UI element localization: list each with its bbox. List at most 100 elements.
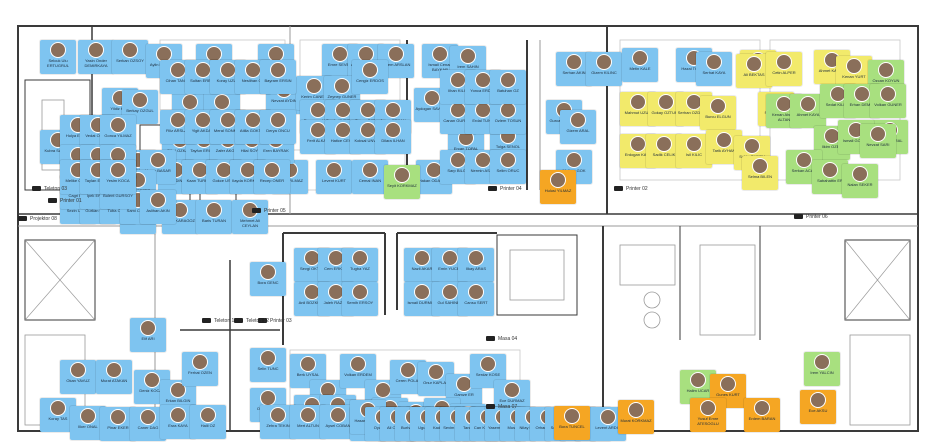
- avatar: [192, 354, 208, 370]
- person-card[interactable]: Serhat KAYA: [696, 52, 732, 86]
- person-card[interactable]: Volkan GUNER: [870, 84, 906, 118]
- person-name: Elif ARI: [141, 336, 155, 341]
- person-card[interactable]: Ozlem TOSUN: [490, 100, 526, 134]
- person-name: Ismail Cenan BAYKAR: [428, 62, 452, 72]
- person-card[interactable]: Derya ONCU: [260, 110, 296, 144]
- person-card[interactable]: Batuhan OZ: [490, 70, 526, 104]
- avatar: [550, 172, 566, 188]
- person-card[interactable]: Baris TURAN: [196, 200, 232, 234]
- person-card[interactable]: Dilara ILHAN: [375, 120, 411, 154]
- avatar: [630, 136, 646, 152]
- person-card[interactable]: Nalan SEKER: [842, 164, 878, 198]
- avatar: [686, 136, 702, 152]
- avatar: [330, 407, 346, 423]
- person-card[interactable]: Recep ONER: [254, 160, 290, 194]
- person-name: Gokce USTA: [212, 178, 236, 183]
- person-card[interactable]: Cengiz ERDOS: [352, 60, 388, 94]
- person-card[interactable]: Bora GENC: [250, 262, 286, 296]
- avatar: [352, 284, 368, 300]
- person-card[interactable]: Semih ERSOY: [342, 282, 378, 316]
- person-card[interactable]: Tugba YAZ: [342, 248, 378, 282]
- avatar: [260, 390, 276, 406]
- avatar: [500, 102, 516, 118]
- avatar: [475, 152, 491, 168]
- avatar: [195, 62, 211, 78]
- person-name: Pinar EKER: [107, 425, 129, 430]
- avatar: [206, 202, 222, 218]
- person-card[interactable]: Gonca YILMAZ: [100, 115, 136, 149]
- person-card[interactable]: Burcu ELGUN: [700, 96, 736, 130]
- avatar: [110, 117, 126, 133]
- person-card[interactable]: Ece AKSU: [800, 390, 836, 424]
- avatar: [870, 126, 886, 142]
- avatar: [150, 152, 166, 168]
- person-card[interactable]: Okan YAVUZ: [60, 360, 96, 394]
- person-name: Dilara ILHAN: [381, 138, 405, 143]
- person-card[interactable]: Selma BILEN: [742, 156, 778, 190]
- person-card[interactable]: Yusuf Emre ATESOGLU: [690, 398, 726, 432]
- person-card[interactable]: Cetin ALPER: [766, 52, 802, 86]
- person-card[interactable]: Esra KAYA: [160, 405, 196, 439]
- person-card[interactable]: Levent KURT: [316, 160, 352, 194]
- person-card[interactable]: Selcuk Ulu ERTUGRUL: [40, 40, 76, 74]
- printer-icon: [794, 214, 803, 219]
- person-name: Cengiz ERDOS: [356, 78, 384, 83]
- avatar: [245, 112, 261, 128]
- room-label: Teleton 12: [246, 318, 270, 324]
- person-name: Yasin Onder DEMIRKAYA: [84, 58, 108, 68]
- person-card[interactable]: Ilkay ARAS: [458, 248, 494, 282]
- avatar: [746, 56, 762, 72]
- person-card[interactable]: Mehmet Ali CEYLAN: [232, 200, 268, 234]
- person-name: Zehra TEKIN: [266, 423, 290, 428]
- person-card[interactable]: Ferhat OZEN: [182, 352, 218, 386]
- avatar: [658, 94, 674, 110]
- person-card[interactable]: Yesim KOCA: [100, 160, 136, 194]
- person-card[interactable]: Halil OZ: [190, 405, 226, 439]
- person-card[interactable]: Elif ARI: [130, 318, 166, 352]
- person-name: Ozlem TOSUN: [494, 118, 522, 123]
- person-card[interactable]: Cemal INAN: [352, 160, 388, 194]
- person-card[interactable]: Gizem KILINC: [586, 52, 622, 86]
- person-name: Yusuf Emre ATESOGLU: [697, 416, 719, 426]
- person-card[interactable]: Serkan OZSOY: [112, 40, 148, 74]
- room-label: Printer 03: [270, 318, 292, 324]
- person-name: Deniz KOCAK: [139, 388, 165, 393]
- person-name: Kerim CANER: [301, 94, 327, 99]
- person-name: Halil OZ: [200, 423, 216, 428]
- person-name: Batuhan OZ: [497, 88, 519, 93]
- avatar: [385, 102, 401, 118]
- person-card[interactable]: Aslihan AKIN: [140, 190, 176, 224]
- person-card[interactable]: Erdem BARAN: [744, 398, 780, 432]
- person-name: Cetin ALPER: [772, 70, 796, 75]
- printer-icon: [48, 198, 57, 203]
- person-name: Sami CINAR: [126, 208, 150, 213]
- person-card[interactable]: Murat KORKMAZ: [618, 400, 654, 434]
- room-label: Printer 05: [264, 208, 286, 214]
- person-name: Bulent GURSOY: [103, 193, 133, 198]
- printer-icon: [234, 318, 243, 323]
- avatar: [362, 62, 378, 78]
- person-card[interactable]: Hulusi YILMAZ: [540, 170, 576, 204]
- person-card[interactable]: Bora TUNCEL: [554, 406, 590, 440]
- avatar: [596, 54, 612, 70]
- person-name: Aydogan SAVRAN: [415, 106, 449, 111]
- person-card[interactable]: Irem YALCIN: [804, 352, 840, 386]
- person-name: Filiz ARSLAN: [165, 128, 190, 133]
- person-card[interactable]: Seyit KORKMAZ: [384, 165, 420, 199]
- person-card[interactable]: Cansu SERT: [458, 282, 494, 316]
- person-card[interactable]: Irem SAHIN: [450, 46, 486, 80]
- avatar: [600, 409, 616, 425]
- person-card[interactable]: Selin TUNC: [250, 348, 286, 382]
- person-card[interactable]: Nevzat SARI: [860, 124, 896, 158]
- person-card[interactable]: Selim ORUC: [490, 150, 526, 184]
- person-card[interactable]: Bayram ERSIN: [260, 60, 296, 94]
- person-card[interactable]: Murat ATAKAN: [96, 360, 132, 394]
- avatar: [385, 122, 401, 138]
- avatar: [310, 122, 326, 138]
- person-card[interactable]: Metin KALE: [622, 48, 658, 82]
- person-name: Levent KURT: [322, 178, 346, 183]
- person-name: Kenan YURT: [842, 74, 866, 79]
- person-name: Cansu SERT: [464, 300, 488, 305]
- person-card[interactable]: Gizem ARAL: [560, 110, 596, 144]
- person-card[interactable]: Yasin Onder DEMIRKAYA: [78, 40, 114, 74]
